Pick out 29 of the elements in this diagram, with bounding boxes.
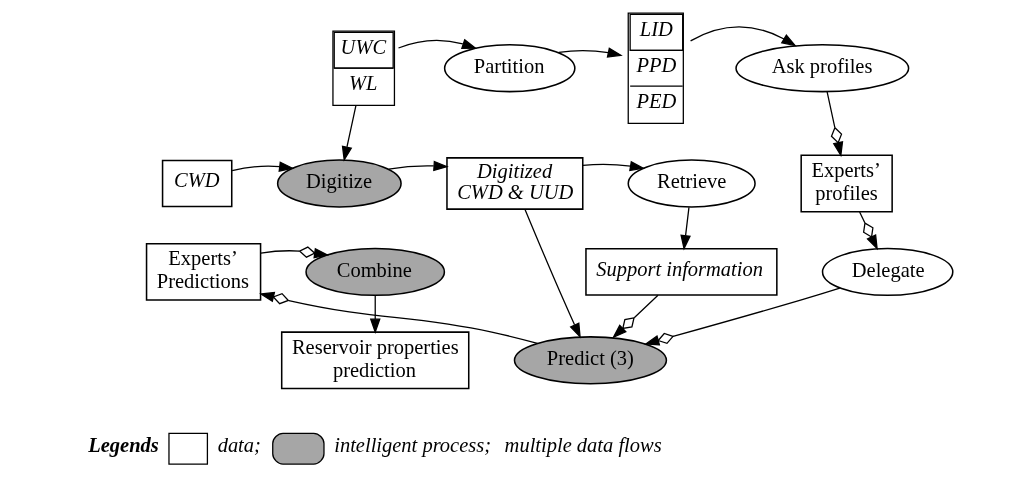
arrow <box>387 160 449 172</box>
node-ellipse: Delegate <box>821 247 954 297</box>
node-box: Digitized CWD & UUD <box>445 157 584 210</box>
arrow <box>611 294 659 339</box>
legend-label: data; <box>217 434 261 457</box>
node-box: CWD <box>161 159 232 208</box>
arrow <box>858 211 878 251</box>
arrow <box>557 47 623 58</box>
arrow <box>341 105 356 162</box>
legend-label: multiple data flows <box>504 434 662 457</box>
arrow <box>679 206 691 251</box>
arrow <box>689 26 797 47</box>
label: Legends <box>87 434 159 457</box>
legend-label: intelligent process; <box>333 434 491 457</box>
node-ellipse: Partition <box>443 44 576 93</box>
arrow <box>258 291 538 344</box>
node-box: Support information <box>584 248 778 296</box>
arrow <box>397 38 477 49</box>
arrow <box>259 246 329 259</box>
arrow <box>369 295 381 334</box>
arrow <box>826 91 843 158</box>
arrow <box>231 161 294 172</box>
arrow <box>581 160 645 172</box>
node-box: Reservoir properties prediction <box>280 331 469 390</box>
node-box: Experts’ profiles <box>799 154 893 213</box>
arrow <box>643 287 840 346</box>
node-box: Experts’ Predictions <box>145 242 261 301</box>
node-ellipse: Ask profiles <box>734 44 909 93</box>
arrow <box>523 208 581 339</box>
